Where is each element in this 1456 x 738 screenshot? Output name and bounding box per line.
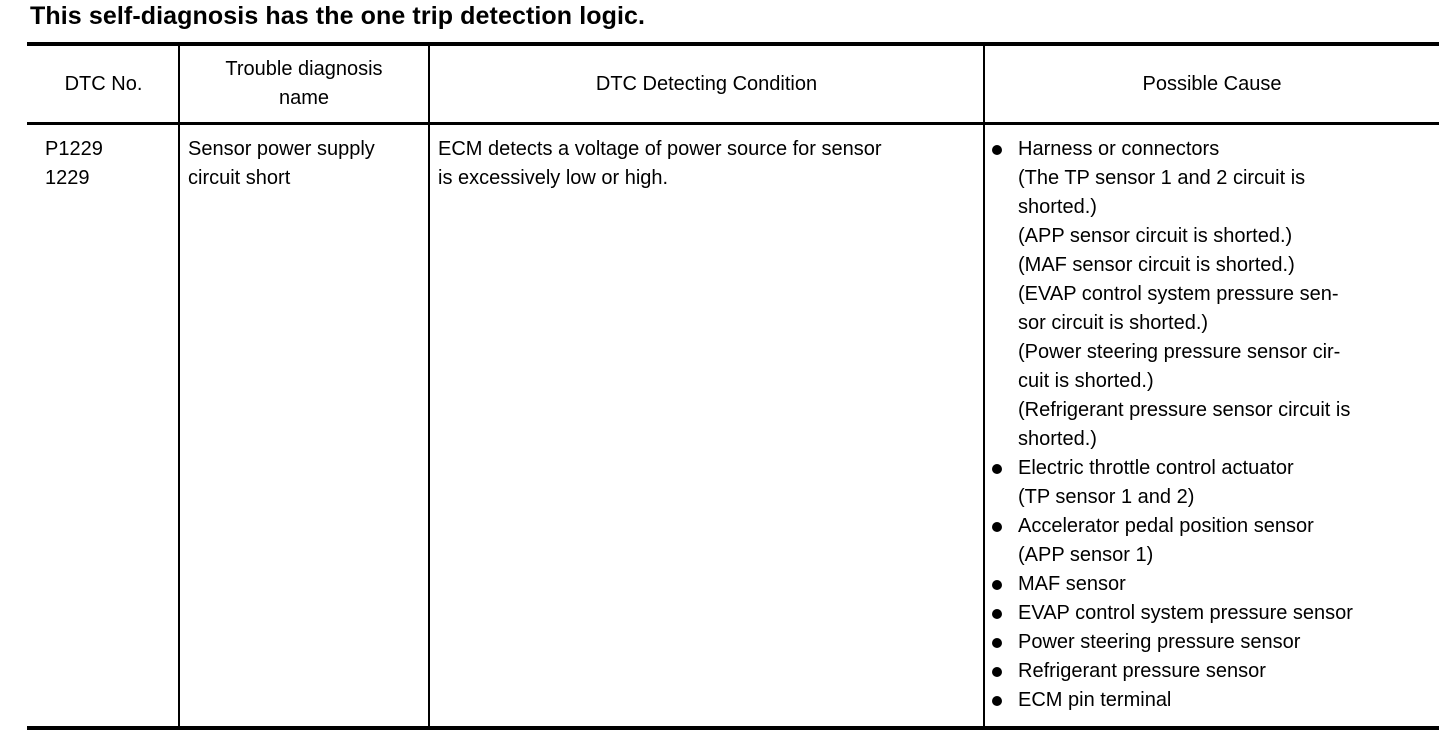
header-trouble-diagnosis-name: Trouble diagnosis name	[180, 46, 428, 122]
cause-line: Refrigerant pressure sensor	[1018, 660, 1266, 682]
possible-cause-item: Refrigerant pressure sensor	[992, 657, 1432, 686]
possible-cause-item: Harness or connectors (The TP sensor 1 an…	[992, 135, 1432, 454]
cause-line: EVAP control system pressure sensor	[1018, 602, 1353, 624]
cell-trouble-name: Sensor power supply circuit short	[188, 135, 423, 193]
cause-line: Power steering pressure sensor	[1018, 631, 1301, 653]
trouble-name-line: circuit short	[188, 167, 291, 189]
condition-line: ECM detects a voltage of power source fo…	[438, 138, 882, 160]
cause-line: (Refrigerant pressure sensor circuit is	[1018, 399, 1351, 421]
dtc-code: P1229	[45, 138, 103, 160]
cause-line: cuit is shorted.)	[1018, 370, 1154, 392]
header-condition-label: DTC Detecting Condition	[595, 72, 818, 95]
bullet-icon	[992, 145, 1002, 155]
bullet-icon	[992, 464, 1002, 474]
cause-line: (The TP sensor 1 and 2 circuit is	[1018, 167, 1306, 189]
bullet-icon	[992, 667, 1002, 677]
possible-cause-item: ECM pin terminal	[992, 686, 1432, 715]
possible-cause-list: Harness or connectors (The TP sensor 1 an…	[992, 135, 1432, 715]
cause-line: (TP sensor 1 and 2)	[1018, 486, 1195, 508]
table-bottom-rule	[27, 726, 1439, 730]
header-dtc-no: DTC No.	[29, 46, 178, 122]
bullet-icon	[992, 522, 1002, 532]
header-detecting-condition: DTC Detecting Condition	[430, 46, 983, 122]
cause-line: MAF sensor	[1018, 573, 1126, 595]
bullet-icon	[992, 696, 1002, 706]
possible-cause-item: Accelerator pedal position sensor (APP se…	[992, 512, 1432, 570]
cause-line: Accelerator pedal position sensor	[1018, 515, 1314, 537]
possible-cause-item: EVAP control system pressure sensor	[992, 599, 1432, 628]
header-dtc-no-label: DTC No.	[64, 72, 143, 95]
table-header-rule	[27, 122, 1439, 125]
condition-line: is excessively low or high.	[438, 167, 669, 189]
cause-line: (MAF sensor circuit is shorted.)	[1018, 254, 1295, 276]
column-divider	[178, 46, 180, 726]
cause-line: (APP sensor circuit is shorted.)	[1018, 225, 1293, 247]
header-cause-label: Possible Cause	[1142, 72, 1282, 95]
cause-line: (APP sensor 1)	[1018, 544, 1154, 566]
possible-cause-item: MAF sensor	[992, 570, 1432, 599]
cause-line: ECM pin terminal	[1018, 689, 1172, 711]
column-divider	[983, 46, 985, 726]
cause-line: (Power steering pressure sensor cir-	[1018, 341, 1341, 363]
cause-line: shorted.)	[1018, 196, 1097, 218]
trouble-name-line: Sensor power supply	[188, 138, 375, 160]
page-heading: This self-diagnosis has the one trip det…	[30, 2, 646, 30]
cause-line: Electric throttle control actuator	[1018, 457, 1294, 479]
cell-possible-cause: Harness or connectors (The TP sensor 1 an…	[992, 135, 1432, 715]
cause-line: shorted.)	[1018, 428, 1097, 450]
cell-detecting-condition: ECM detects a voltage of power source fo…	[438, 135, 983, 193]
bullet-icon	[992, 609, 1002, 619]
cell-dtc-no: P1229 1229	[45, 135, 175, 193]
cause-line: sor circuit is shorted.)	[1018, 312, 1209, 334]
possible-cause-item: Electric throttle control actuator (TP se…	[992, 454, 1432, 512]
cause-line: (EVAP control system pressure sen-	[1018, 283, 1339, 305]
dtc-code: 1229	[45, 167, 90, 189]
header-trouble-name-line: name	[278, 87, 329, 109]
column-divider	[428, 46, 430, 726]
bullet-icon	[992, 580, 1002, 590]
possible-cause-item: Power steering pressure sensor	[992, 628, 1432, 657]
header-possible-cause: Possible Cause	[985, 46, 1439, 122]
bullet-icon	[992, 638, 1002, 648]
cause-line: Harness or connectors	[1018, 138, 1220, 160]
table-top-rule	[27, 42, 1439, 46]
header-trouble-name-line: Trouble diagnosis	[225, 58, 383, 80]
